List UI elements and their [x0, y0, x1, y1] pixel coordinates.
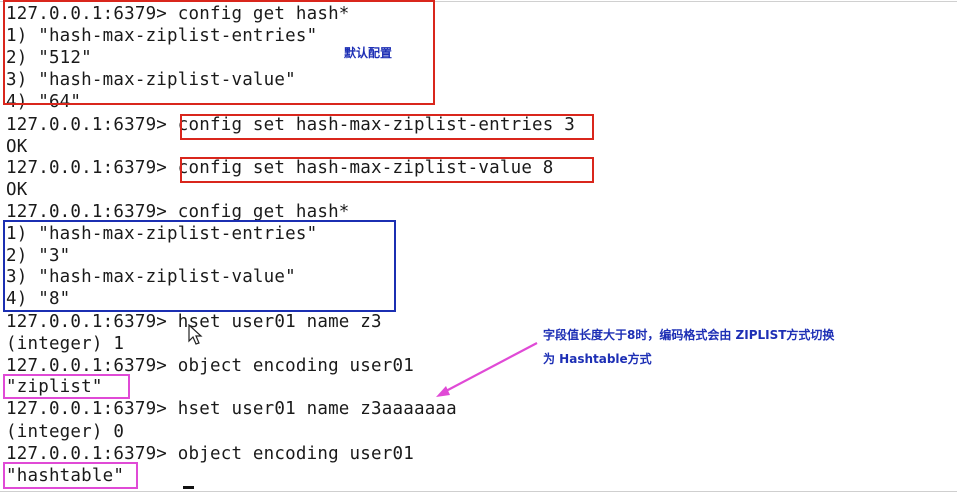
set-value-highlight [180, 157, 594, 183]
terminal-line: 127.0.0.1:6379> config get hash* [6, 4, 350, 24]
terminal-line: 127.0.0.1:6379> hset user01 name z3aaaaa… [6, 399, 457, 419]
terminal-line: 3) "hash-max-ziplist-value" [6, 267, 296, 287]
terminal-line: 1) "hash-max-ziplist-entries" [6, 26, 318, 46]
new-config-highlight [3, 220, 396, 312]
terminal-line: OK [6, 137, 28, 157]
terminal-cursor [183, 486, 194, 489]
terminal-line: 1) "hash-max-ziplist-entries" [6, 224, 318, 244]
terminal-line: 4) "8" [6, 289, 71, 309]
terminal-line: "hashtable" [6, 466, 125, 486]
terminal-line: "ziplist" [6, 377, 103, 397]
terminal-line: 127.0.0.1:6379> config set hash-max-zipl… [6, 115, 576, 135]
switch-note-line1: 字段值长度大于8时，编码格式会由 ZIPLIST方式切换 [543, 328, 835, 342]
terminal-line: OK [6, 180, 28, 200]
ziplist-highlight [3, 374, 130, 399]
default-config-note: 默认配置 [344, 46, 393, 60]
terminal-line: (integer) 1 [6, 334, 125, 354]
mouse-pointer-icon [188, 324, 203, 345]
top-border [0, 1, 957, 2]
switch-note-line2: 为 Hashtable方式 [543, 352, 652, 366]
hashtable-highlight [3, 462, 138, 489]
terminal-line: 127.0.0.1:6379> object encoding user01 [6, 356, 414, 376]
terminal-line: 127.0.0.1:6379> object encoding user01 [6, 444, 414, 464]
terminal-line: (integer) 0 [6, 422, 125, 442]
set-entries-highlight [180, 114, 594, 140]
terminal-line: 4) "64" [6, 92, 82, 112]
terminal-line: 2) "3" [6, 246, 71, 266]
terminal-line: 3) "hash-max-ziplist-value" [6, 70, 296, 90]
bottom-border [0, 491, 957, 492]
terminal-line: 127.0.0.1:6379> config get hash* [6, 202, 350, 222]
terminal-line: 2) "512" [6, 48, 92, 68]
default-config-highlight [3, 0, 435, 105]
terminal-line: 127.0.0.1:6379> config set hash-max-zipl… [6, 158, 554, 178]
